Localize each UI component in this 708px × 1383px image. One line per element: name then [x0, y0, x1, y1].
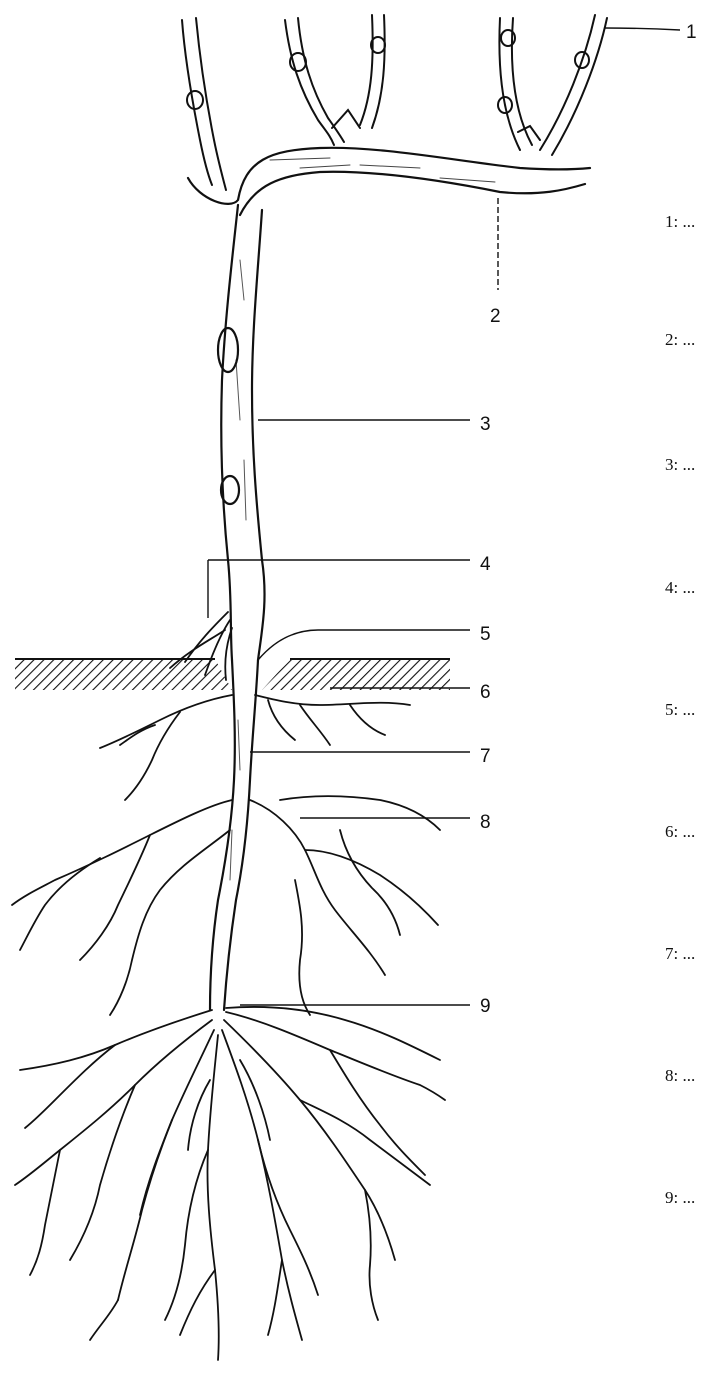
- callout-8: 8: [480, 812, 491, 833]
- canes: [182, 15, 607, 190]
- lower-root-mass: [15, 1007, 445, 1360]
- trunk: [210, 205, 265, 1010]
- answer-line-7: 7: ...: [665, 944, 695, 964]
- callout-2: 2: [490, 306, 501, 327]
- callout-7: 7: [480, 746, 491, 767]
- answer-line-9: 9: ...: [665, 1188, 695, 1208]
- answer-line-8: 8: ...: [665, 1066, 695, 1086]
- answer-line-5: 5: ...: [665, 700, 695, 720]
- answer-line-6: 6: ...: [665, 822, 695, 842]
- callout-5: 5: [480, 624, 491, 645]
- leader-lines: [208, 28, 680, 1005]
- callout-6: 6: [480, 682, 491, 703]
- answer-line-4: 4: ...: [665, 578, 695, 598]
- answer-line-2: 2: ...: [665, 330, 695, 350]
- callout-3: 3: [480, 414, 491, 435]
- callout-1: 1: [686, 22, 697, 43]
- callout-4: 4: [480, 554, 491, 575]
- callout-9: 9: [480, 996, 491, 1017]
- cordon-arm: [188, 148, 590, 215]
- answer-line-3: 3: ...: [665, 455, 695, 475]
- answer-line-1: 1: ...: [665, 212, 695, 232]
